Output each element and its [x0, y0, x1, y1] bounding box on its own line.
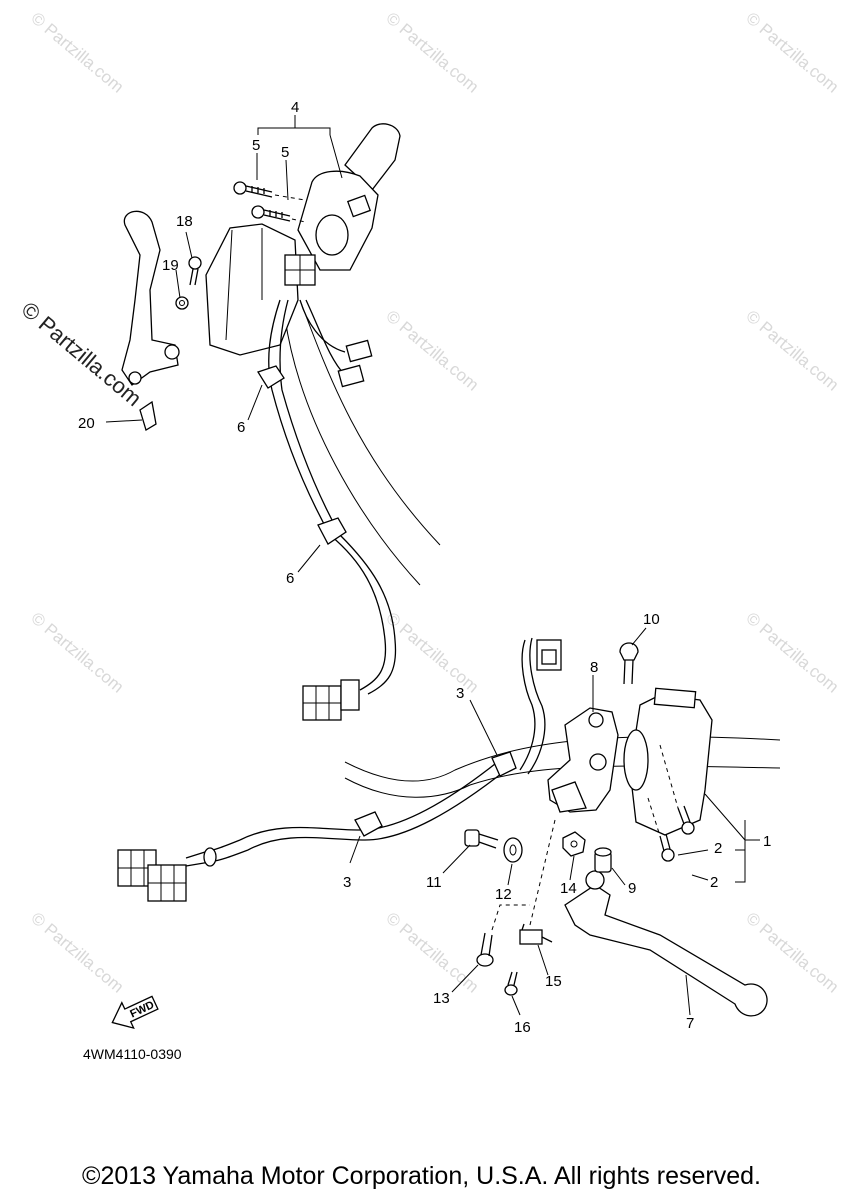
callout-4: 4	[291, 99, 299, 116]
watermark: © Partzilla.com	[382, 909, 482, 997]
brake-switch-15	[519, 923, 553, 945]
callout-8: 8	[590, 659, 598, 676]
screw-16	[504, 971, 518, 996]
clutch-lever	[121, 210, 179, 386]
watermark: © Partzilla.com	[742, 909, 842, 997]
screw-2a	[677, 805, 695, 835]
watermark: © Partzilla.com	[742, 307, 842, 395]
screw-20	[139, 400, 157, 431]
bush-9	[594, 847, 612, 873]
nut-19	[175, 296, 189, 310]
callout-2: 2	[710, 874, 718, 891]
cable-clamp-3a	[491, 751, 517, 777]
callout-6: 6	[286, 570, 294, 587]
watermark: © Partzilla.com	[27, 609, 127, 697]
screw-5a	[233, 181, 273, 198]
fwd-label: FWD	[128, 999, 156, 1020]
watermark: © Partzilla.com	[382, 307, 482, 395]
watermark: © Partzilla.com	[382, 9, 482, 97]
left-grip	[344, 123, 401, 191]
callout-20: 20	[78, 415, 95, 432]
callout-5: 5	[281, 144, 289, 161]
leader-lines-bottom	[349, 627, 760, 1016]
callouts: 4 5 5 18 19 20 6 6 10 8 3 3 1 2 2 9 14 1…	[78, 99, 771, 1036]
cable-clamp-6a	[257, 365, 285, 389]
callout-12: 12	[495, 886, 512, 903]
callout-5: 5	[252, 137, 260, 154]
cable-clamp-6b	[317, 517, 347, 545]
bolt-11	[464, 829, 499, 849]
watermark: © Partzilla.com	[742, 9, 842, 97]
callout-9: 9	[628, 880, 636, 897]
connector-left	[302, 679, 360, 721]
callout-18: 18	[176, 213, 193, 230]
screw-5b	[251, 205, 291, 222]
callout-2: 2	[714, 840, 722, 857]
clutch-lever-holder	[205, 223, 299, 356]
watermark: © Partzilla.com	[382, 609, 482, 697]
callout-3: 3	[343, 874, 351, 891]
callout-3: 3	[456, 685, 464, 702]
watermark: © Partzilla.com	[742, 609, 842, 697]
cable-clamp-3b	[354, 811, 383, 837]
bolt-18	[188, 256, 202, 286]
screw-2b	[659, 833, 675, 862]
front-brake-lever	[564, 884, 768, 1017]
watermark: © Partzilla.com	[27, 909, 127, 997]
callout-1: 1	[763, 833, 771, 850]
copyright-notice: ©2013 Yamaha Motor Corporation, U.S.A. A…	[82, 1162, 761, 1190]
callout-7: 7	[686, 1015, 694, 1032]
callout-19: 19	[162, 257, 179, 274]
connector-right-b	[147, 864, 187, 902]
watermark: © Partzilla.com	[27, 9, 127, 97]
callout-15: 15	[545, 973, 562, 990]
right-handlebar-assembly	[117, 637, 781, 1017]
callout-13: 13	[433, 990, 450, 1007]
bolt-10	[619, 642, 639, 685]
leader-lines-top	[105, 115, 343, 573]
screw-13	[476, 932, 494, 967]
fwd-arrow: FWD	[111, 995, 159, 1030]
left-handlebar-assembly	[121, 123, 441, 721]
callout-10: 10	[643, 611, 660, 628]
callout-16: 16	[514, 1019, 531, 1036]
callout-14: 14	[560, 880, 577, 897]
callout-11: 11	[426, 874, 442, 891]
nut-14	[562, 831, 586, 857]
washer-12	[503, 837, 523, 863]
diagram-code: 4WM4110-0390	[83, 1046, 182, 1062]
callout-6: 6	[237, 419, 245, 436]
